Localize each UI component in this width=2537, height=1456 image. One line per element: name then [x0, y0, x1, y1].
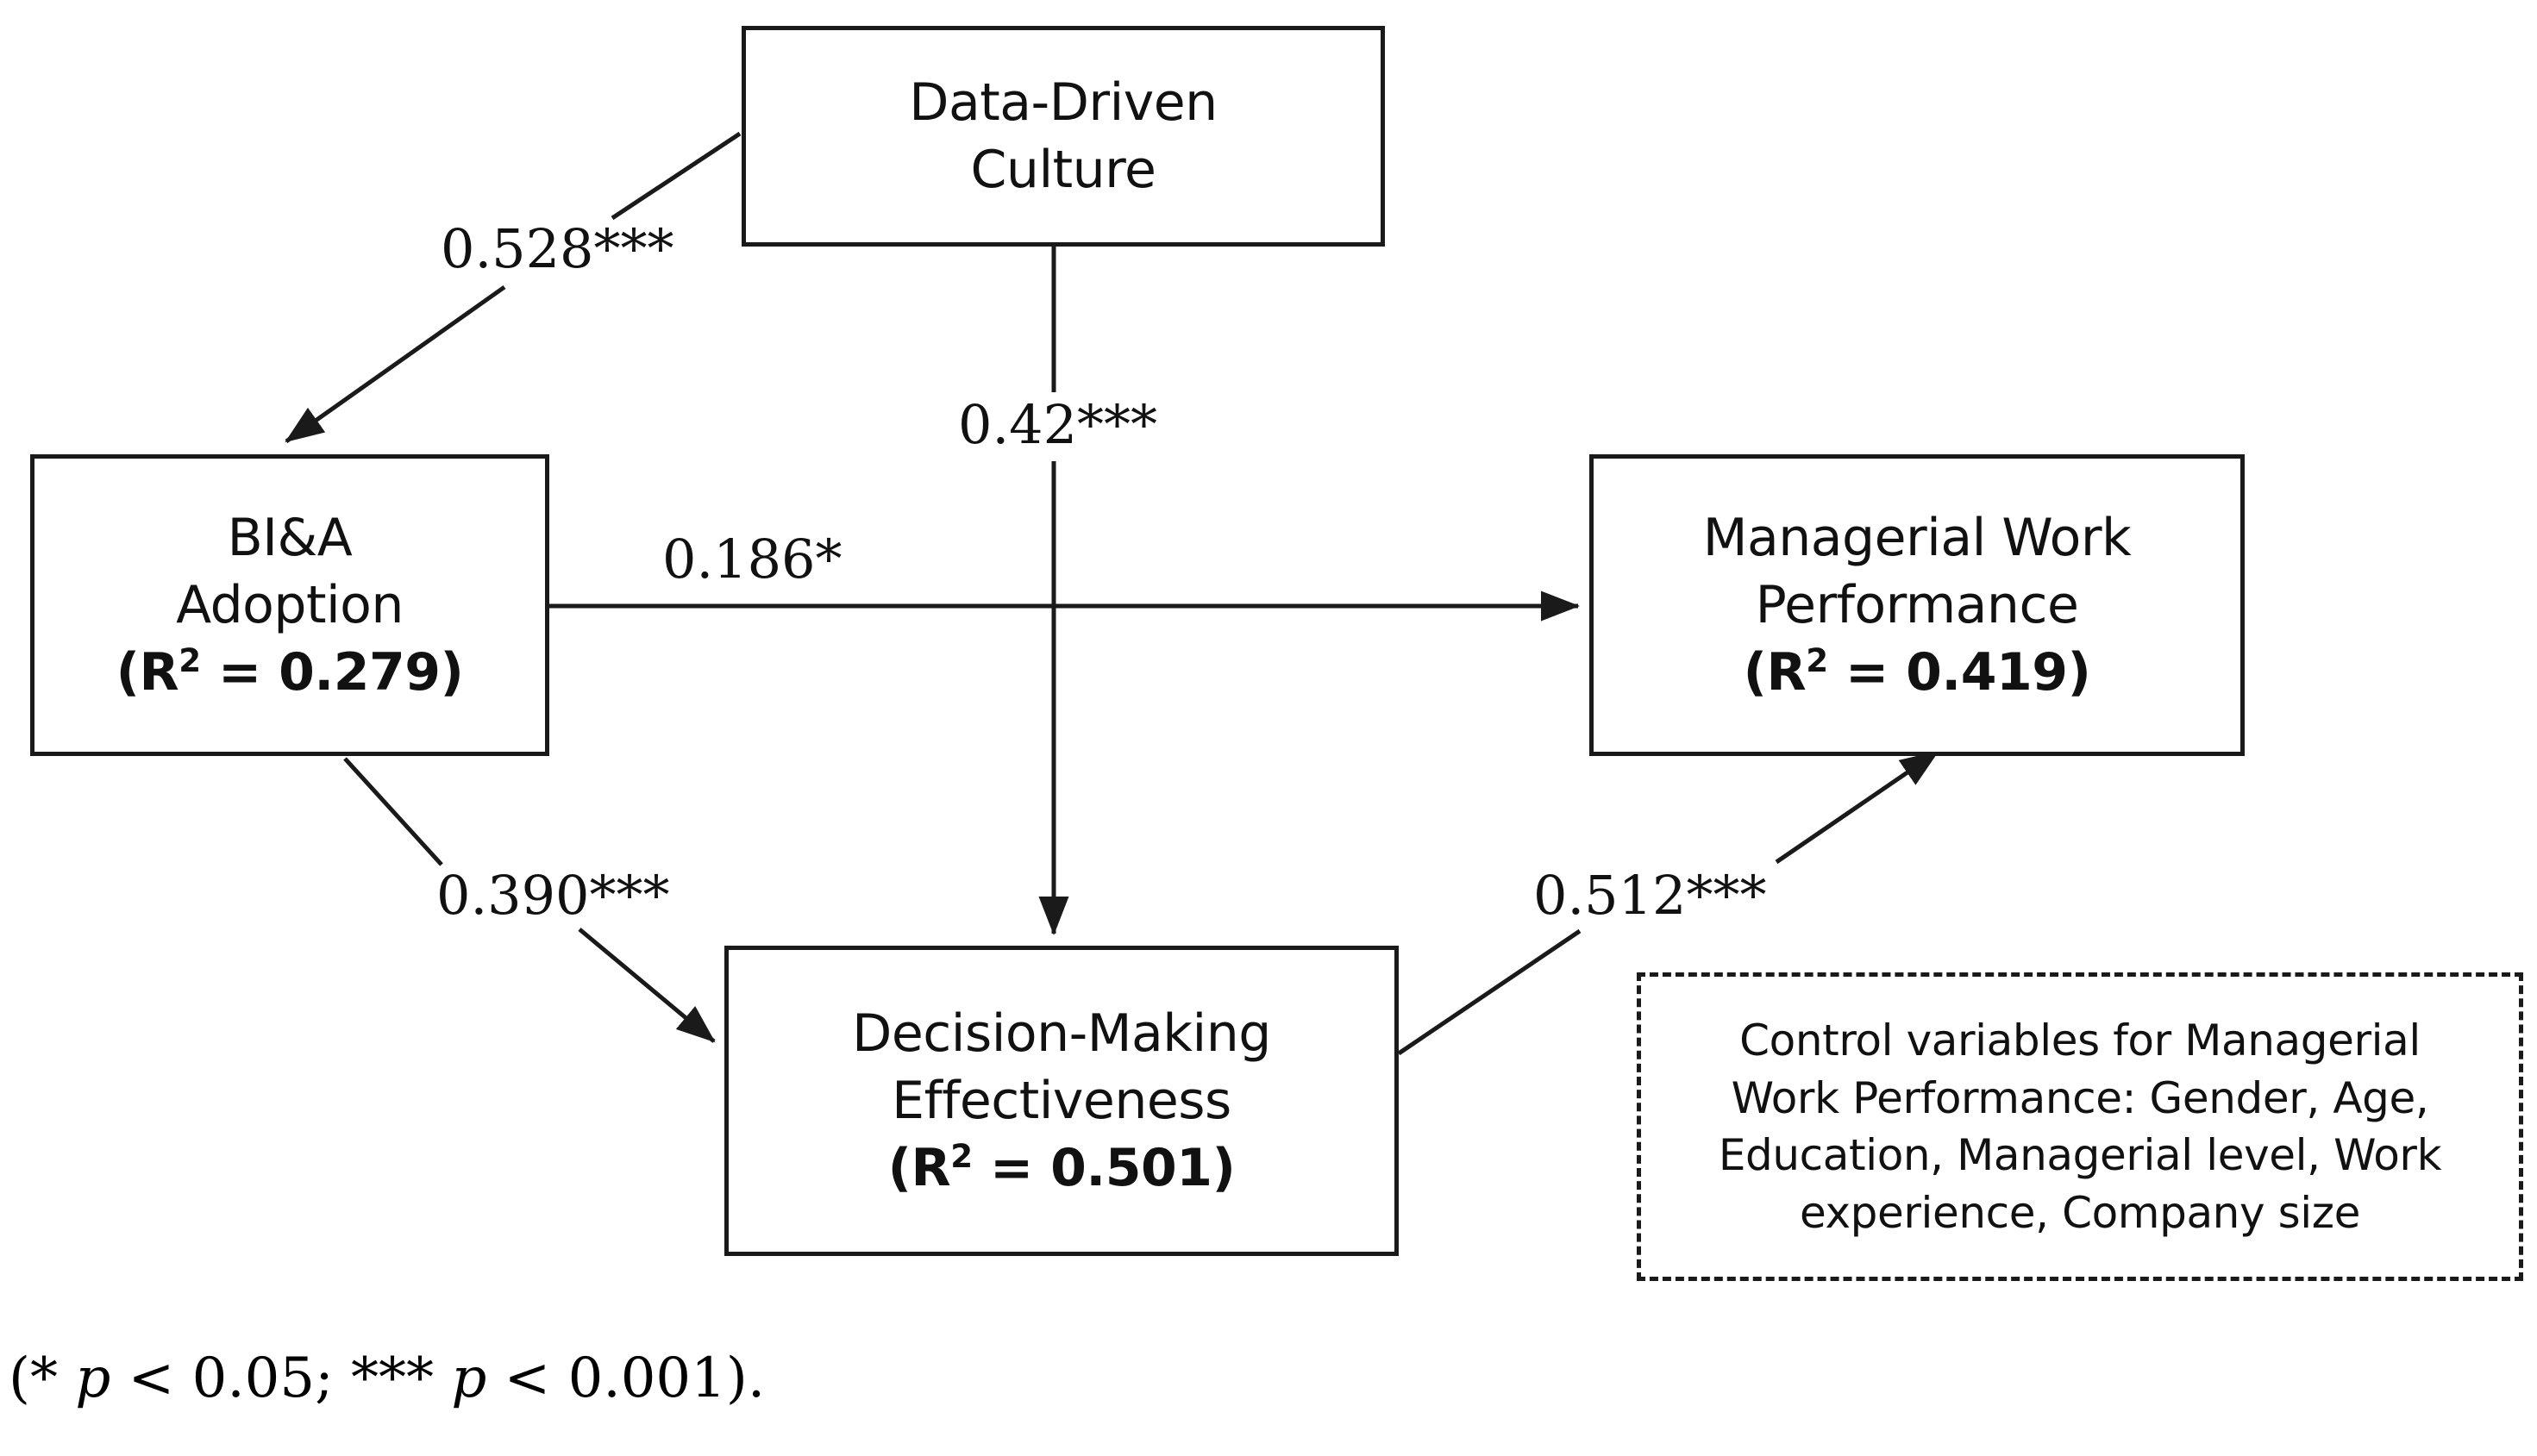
path-label-dme-to-mwp: 0.512*** — [1528, 869, 1772, 922]
node-data-driven-culture[interactable]: Data-Driven Culture — [742, 26, 1385, 247]
footnote-open-paren: ( — [9, 1347, 30, 1410]
footnote-star-triple: *** — [351, 1347, 434, 1410]
node-r2-value: (R2 = 0.419) — [1744, 639, 2091, 706]
r2-prefix: (R — [1743, 642, 1807, 703]
control-note-line: Work Performance: Gender, Age, — [1731, 1072, 2429, 1123]
footnote-condition-1: < 0.05; — [110, 1347, 351, 1410]
path-label-bia-to-mwp: 0.186* — [657, 533, 848, 586]
r2-superscript: 2 — [179, 641, 201, 679]
node-label-line: Culture — [970, 140, 1156, 200]
node-r2-value: (R2 = 0.279) — [116, 639, 464, 706]
arrow-culture-to-bia — [285, 131, 742, 444]
node-label-line: Managerial Work — [1702, 508, 2132, 568]
node-managerial-work-performance[interactable]: Managerial Work Performance (R2 = 0.419) — [1589, 454, 2245, 756]
r2-superscript: 2 — [1806, 641, 1828, 679]
path-label-culture-to-dme: 0.42*** — [953, 398, 1163, 452]
node-label-line: Effectiveness — [892, 1071, 1231, 1131]
significance-footnote: (* p < 0.05; *** p < 0.001). — [9, 1347, 765, 1410]
control-note-line: experience, Company size — [1799, 1187, 2361, 1238]
control-variables-note: Control variables for Managerial Work Pe… — [1637, 972, 2523, 1281]
r2-prefix: (R — [116, 642, 179, 703]
node-label-line: BI&A — [227, 508, 353, 568]
footnote-condition-2: < 0.001). — [486, 1347, 766, 1410]
footnote-p-italic: p — [451, 1347, 487, 1410]
node-label-line: Performance — [1755, 575, 2079, 635]
node-r2-value: (R2 = 0.501) — [888, 1134, 1236, 1202]
r2-prefix: (R — [887, 1138, 951, 1198]
node-decision-making-effectiveness[interactable]: Decision-Making Effectiveness (R2 = 0.50… — [724, 946, 1399, 1256]
r2-suffix: = 0.279) — [200, 642, 464, 703]
control-note-line: Education, Managerial level, Work — [1718, 1130, 2442, 1180]
node-label-line: Adoption — [176, 575, 404, 635]
footnote-p-italic: p — [75, 1347, 111, 1410]
path-label-bia-to-dme: 0.390*** — [431, 869, 675, 922]
r2-suffix: = 0.419) — [1827, 642, 2091, 703]
node-label-line: Data-Driven — [909, 72, 1218, 133]
r2-superscript: 2 — [950, 1137, 973, 1175]
r2-suffix: = 0.501) — [972, 1138, 1236, 1198]
footnote-star-single: * — [29, 1347, 58, 1410]
control-note-line: Control variables for Managerial — [1739, 1015, 2421, 1065]
node-label-line: Decision-Making — [852, 1003, 1271, 1064]
node-bia-adoption[interactable]: BI&A Adoption (R2 = 0.279) — [30, 454, 549, 756]
path-label-culture-to-bia: 0.528*** — [435, 222, 680, 276]
